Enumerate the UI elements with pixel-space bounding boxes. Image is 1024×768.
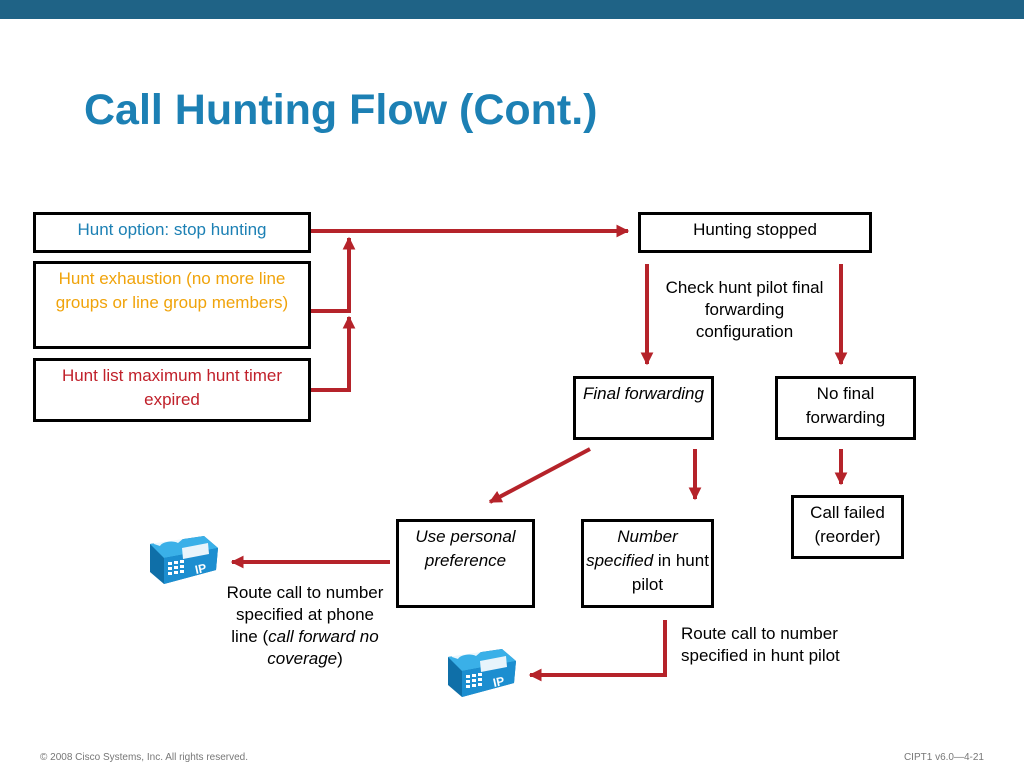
- box-use-personal-preference: Use personal preference: [396, 519, 535, 608]
- box-hunt-exhaustion-label: Hunt exhaustion (no more line groups or …: [55, 269, 289, 312]
- box-hunting-stopped-label: Hunting stopped: [693, 220, 817, 239]
- footer-copyright: © 2008 Cisco Systems, Inc. All rights re…: [40, 752, 249, 763]
- note-route-phone-line-italic: call forward no coverage: [267, 627, 379, 668]
- ip-phone-icon-label: IP: [194, 561, 208, 577]
- ip-phone-icon: IP: [448, 648, 516, 697]
- box-hunting-stopped: Hunting stopped: [638, 212, 872, 253]
- arrow-to-personal-preference: [488, 447, 591, 504]
- box-stop-hunting: Hunt option: stop hunting: [33, 212, 311, 253]
- ip-phone-icon: IP: [150, 535, 218, 584]
- note-route-phone-line-suffix: ): [337, 649, 343, 668]
- box-number-specified-rest: in hunt pilot: [631, 551, 709, 594]
- box-hunt-exhaustion: Hunt exhaustion (no more line groups or …: [33, 261, 311, 349]
- note-route-phone-line: Route call to number specified at phone …: [226, 582, 384, 670]
- box-no-final-forwarding-label: No final forwarding: [805, 384, 886, 427]
- note-route-hunt-pilot-text: Route call to number specified in hunt p…: [681, 624, 840, 665]
- box-final-forwarding: Final forwarding: [573, 376, 714, 440]
- arrow-to-phone-bottom: [528, 620, 667, 682]
- box-timer-expired-label: Hunt list maximum hunt timer expired: [61, 366, 283, 409]
- box-timer-expired: Hunt list maximum hunt timer expired: [33, 358, 311, 422]
- box-call-failed-label: Call failed (reorder): [810, 503, 885, 546]
- note-check-pilot-text: Check hunt pilot final forwarding config…: [665, 278, 824, 341]
- header-bar: [0, 0, 1024, 19]
- note-route-phone-line-prefix: Route call to number specified at phone …: [226, 583, 384, 646]
- note-route-hunt-pilot: Route call to number specified in hunt p…: [681, 623, 841, 667]
- arrow-exhaustion-merge: [310, 236, 356, 313]
- page-title: Call Hunting Flow (Cont.): [84, 86, 598, 134]
- box-no-final-forwarding: No final forwarding: [775, 376, 916, 440]
- footer-course-id: CIPT1 v6.0—4-21: [903, 752, 984, 763]
- box-number-specified: Number specified in hunt pilot: [581, 519, 714, 608]
- ip-phone-icon-label: IP: [492, 674, 506, 690]
- box-final-forwarding-label: Final forwarding: [583, 384, 704, 403]
- note-check-pilot: Check hunt pilot final forwarding config…: [662, 277, 827, 343]
- arrow-timer-merge: [310, 315, 356, 392]
- box-number-specified-italic: Number specified: [586, 527, 678, 570]
- box-use-personal-preference-label: Use personal preference: [415, 527, 516, 570]
- box-call-failed: Call failed (reorder): [791, 495, 904, 559]
- box-stop-hunting-label: Hunt option: stop hunting: [77, 220, 267, 239]
